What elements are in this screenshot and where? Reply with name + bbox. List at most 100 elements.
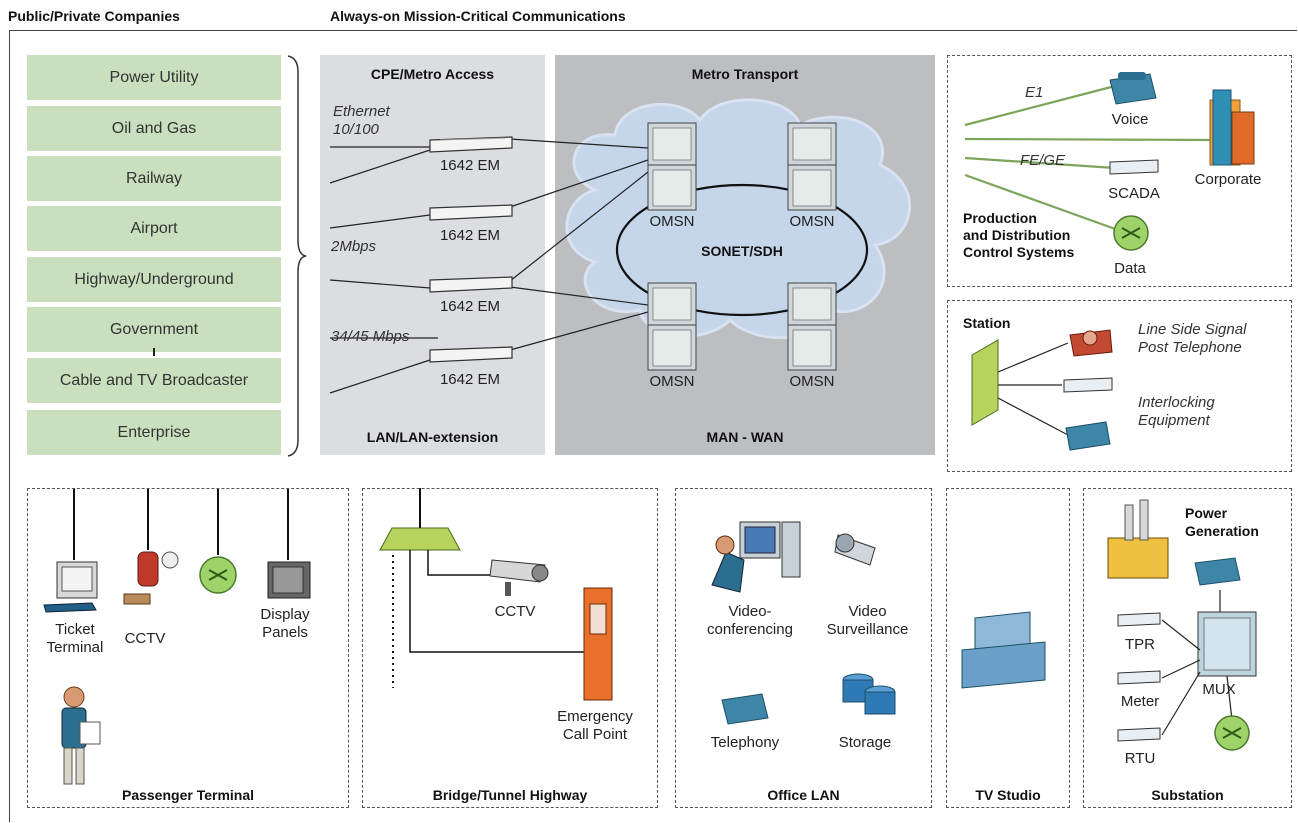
office-lan-title: Office LAN bbox=[767, 787, 840, 803]
omsn-label-2: OMSN bbox=[789, 213, 835, 230]
power-line1: Power bbox=[1185, 505, 1228, 521]
rtu-label: RTU bbox=[1124, 750, 1156, 767]
segment-enterprise: Enterprise bbox=[27, 410, 281, 455]
display-panels-label: Display Panels bbox=[250, 606, 320, 642]
data-router-icon bbox=[1113, 215, 1149, 251]
storage-label: Storage bbox=[838, 734, 892, 751]
rate-34-45: 34/45 Mbps bbox=[331, 328, 410, 345]
videoconferencing-icon bbox=[711, 521, 801, 593]
scada-device-icon bbox=[1109, 159, 1159, 175]
station-box bbox=[947, 300, 1292, 472]
header-right-title: Always-on Mission-Critical Communication… bbox=[330, 8, 626, 24]
omsn-label-4: OMSN bbox=[789, 373, 835, 390]
rate-2mbps: 2Mbps bbox=[331, 238, 377, 255]
office-lan-box bbox=[675, 488, 932, 808]
data-label: Data bbox=[1114, 260, 1146, 277]
bridge-tunnel-box bbox=[362, 488, 658, 808]
production-title-line2: and Distribution bbox=[963, 227, 1071, 243]
video-surveillance-label: Video Surveillance bbox=[810, 603, 925, 639]
signal-label-line1: Line Side Signal bbox=[1138, 321, 1247, 338]
segment-power-utility: Power Utility bbox=[27, 55, 281, 100]
header-left-title: Public/Private Companies bbox=[8, 8, 180, 24]
ecp-label-line2: Call Point bbox=[562, 726, 628, 743]
fege-label: FE/GE bbox=[1020, 152, 1066, 169]
emergency-call-point-icon bbox=[583, 587, 613, 701]
vc-label-line2: conferencing bbox=[707, 621, 793, 638]
bridge-cctv-camera-icon bbox=[489, 559, 549, 596]
power-generation-title: Power Generation bbox=[1185, 504, 1259, 540]
person-icon bbox=[61, 686, 101, 785]
substation-title: Substation bbox=[1151, 787, 1224, 803]
transport-bottom-title: MAN - WAN bbox=[706, 429, 784, 445]
segments-brace bbox=[287, 55, 307, 457]
vc-label-line1: Video- bbox=[728, 603, 772, 620]
passenger-router-icon bbox=[199, 556, 237, 594]
vs-label-line1: Video bbox=[848, 603, 887, 620]
e1-label: E1 bbox=[1025, 84, 1044, 101]
ticket-terminal-icon bbox=[43, 561, 98, 613]
ticket-terminal-label: Ticket Terminal bbox=[40, 621, 110, 657]
substation-box bbox=[1083, 488, 1292, 808]
video-surveillance-icon bbox=[834, 533, 876, 566]
em-label-4: 1642 EM bbox=[439, 371, 501, 388]
segment-railway: Railway bbox=[27, 156, 281, 201]
production-title-line3: Control Systems bbox=[963, 244, 1075, 260]
em-label-2: 1642 EM bbox=[439, 227, 501, 244]
station-title: Station bbox=[963, 315, 1011, 331]
signal-label-line2: Post Telephone bbox=[1138, 339, 1242, 356]
substation-phone-icon bbox=[1194, 557, 1241, 586]
meter-label: Meter bbox=[1120, 693, 1160, 710]
rate-ethernet: Ethernet 10/100 bbox=[333, 103, 390, 138]
voice-phone-icon bbox=[1109, 72, 1157, 105]
outer-frame bbox=[9, 30, 1297, 822]
em-device-4 bbox=[429, 346, 513, 363]
production-box bbox=[947, 55, 1292, 287]
tv-studio-box bbox=[946, 488, 1070, 808]
ecp-label-line1: Emergency bbox=[557, 708, 633, 725]
signal-label: Line Side Signal Post Telephone bbox=[1138, 321, 1246, 357]
vs-label-line2: Surveillance bbox=[826, 621, 909, 638]
interlocking-device-icon bbox=[1063, 377, 1113, 393]
segment-highway: Highway/Underground bbox=[27, 257, 281, 302]
interlock-label-line1: Interlocking bbox=[1138, 394, 1215, 411]
station-phone-icon bbox=[1065, 421, 1111, 451]
telephony-icon bbox=[721, 693, 769, 725]
omsn-node-3 bbox=[647, 282, 697, 371]
omsn-label-3: OMSN bbox=[649, 373, 695, 390]
display-panel-icon bbox=[267, 561, 311, 599]
corporate-building-icon bbox=[1209, 89, 1255, 166]
tv-studio-building-icon bbox=[961, 611, 1046, 689]
omsn-node-1 bbox=[647, 122, 697, 211]
em-device-2 bbox=[429, 204, 513, 221]
scada-label: SCADA bbox=[1108, 185, 1160, 202]
omsn-node-4 bbox=[787, 282, 837, 371]
access-panel bbox=[320, 55, 545, 455]
tunnel-light-icon bbox=[379, 527, 461, 551]
meter-device-icon bbox=[1117, 670, 1161, 685]
display-label-line2: Panels bbox=[262, 624, 308, 641]
ticket-label-line1: Ticket bbox=[55, 621, 95, 638]
corporate-label: Corporate bbox=[1194, 171, 1262, 188]
sonet-cloud bbox=[565, 98, 912, 340]
passenger-cctv-label: CCTV bbox=[124, 630, 166, 647]
cctv-camera-icon bbox=[123, 551, 179, 605]
segment-government: Government bbox=[27, 307, 281, 352]
segment-oil-gas: Oil and Gas bbox=[27, 106, 281, 151]
mux-device-icon bbox=[1197, 611, 1257, 677]
access-top-title: CPE/Metro Access bbox=[370, 66, 495, 82]
em-label-1: 1642 EM bbox=[439, 157, 501, 174]
telephony-label: Telephony bbox=[710, 734, 780, 751]
omsn-node-2 bbox=[787, 122, 837, 211]
interlock-label: Interlocking Equipment bbox=[1138, 394, 1215, 430]
ecp-label: Emergency Call Point bbox=[540, 708, 650, 744]
em-device-3 bbox=[429, 276, 513, 293]
mux-label: MUX bbox=[1202, 681, 1236, 698]
em-label-3: 1642 EM bbox=[439, 298, 501, 315]
em-device-1 bbox=[429, 136, 513, 153]
tv-studio-title: TV Studio bbox=[975, 787, 1041, 803]
sonet-ring bbox=[615, 183, 869, 317]
power-line2: Generation bbox=[1185, 523, 1259, 539]
tpr-label: TPR bbox=[1125, 636, 1155, 653]
interlock-label-line2: Equipment bbox=[1138, 412, 1210, 429]
